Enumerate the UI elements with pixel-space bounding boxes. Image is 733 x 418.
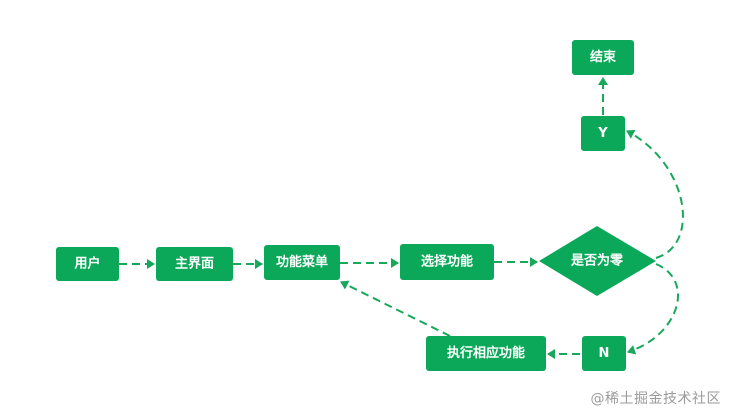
edges: [119, 77, 684, 359]
node-is-zero: 是否为零: [539, 226, 656, 296]
node-select-function-label: 选择功能: [421, 254, 473, 270]
node-is-zero-label: 是否为零: [570, 253, 624, 269]
edge-is-zero-to-yes: [626, 129, 684, 259]
node-no-label: N: [599, 346, 610, 361]
node-function-menu-label: 功能菜单: [276, 254, 328, 270]
node-user-label: 用户: [73, 256, 100, 272]
node-select-function: 选择功能: [400, 244, 494, 280]
edge-is-zero-to-no: [627, 263, 679, 355]
node-execute-function-label: 执行相应功能: [447, 345, 525, 361]
watermark: @稀土掘金技术社区: [590, 391, 721, 407]
node-execute-function: 执行相应功能: [426, 336, 546, 371]
node-no: N: [582, 336, 626, 371]
node-end: 结束: [572, 40, 634, 75]
node-yes-label: Y: [597, 126, 608, 141]
node-function-menu: 功能菜单: [264, 245, 340, 280]
node-main-ui: 主界面: [156, 247, 233, 281]
edge-execute-function-to-function-menu: [340, 280, 451, 337]
node-yes: Y: [581, 116, 625, 151]
node-main-ui-label: 主界面: [175, 256, 214, 272]
node-end-label: 结束: [590, 49, 617, 65]
node-user: 用户: [56, 247, 119, 281]
